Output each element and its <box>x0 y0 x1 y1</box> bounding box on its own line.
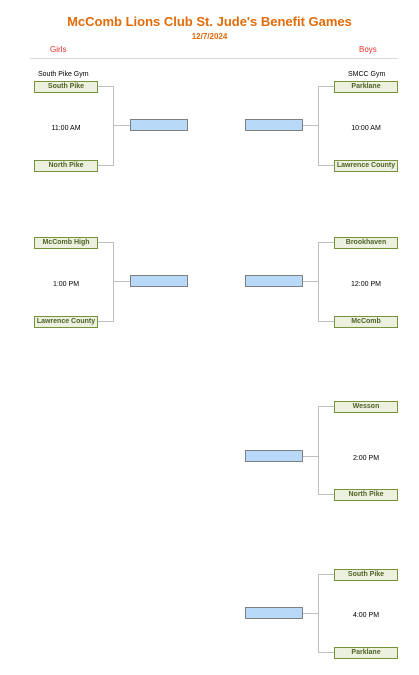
girls-label: Girls <box>50 45 67 54</box>
bracket-line <box>98 86 114 87</box>
girls-game-1-team-top[interactable]: South Pike <box>34 81 98 93</box>
bracket-line <box>318 86 319 166</box>
bracket-line <box>318 652 334 653</box>
bracket-line <box>318 242 334 243</box>
page-title: McComb Lions Club St. Jude's Benefit Gam… <box>67 14 352 29</box>
bracket-line <box>113 125 130 126</box>
bracket-line <box>318 494 334 495</box>
boys-game-4-winner-slot[interactable] <box>245 607 303 619</box>
boys-game-3-team-bottom[interactable]: North Pike <box>334 489 398 501</box>
bracket-line <box>98 242 114 243</box>
boys-game-1-time: 10:00 AM <box>351 125 381 132</box>
boys-game-2-team-top[interactable]: Brookhaven <box>334 237 398 249</box>
bracket-line <box>303 456 319 457</box>
bracket-line <box>318 242 319 322</box>
event-date: 12/7/2024 <box>191 32 228 41</box>
girls-game-2-team-top[interactable]: McComb High <box>34 237 98 249</box>
bracket-line <box>303 125 319 126</box>
bracket-line <box>318 165 334 166</box>
boys-game-3-team-top[interactable]: Wesson <box>334 401 398 413</box>
boys-game-2-time: 12:00 PM <box>351 281 381 288</box>
left-gym-label: South Pike Gym <box>38 71 89 78</box>
boys-label: Boys <box>359 45 377 54</box>
girls-game-1-winner-slot[interactable] <box>130 119 188 131</box>
boys-game-3-winner-slot[interactable] <box>245 450 303 462</box>
boys-game-3-time: 2:00 PM <box>352 455 380 462</box>
bracket-line <box>113 281 130 282</box>
bracket-line <box>318 321 334 322</box>
boys-game-1-team-bottom[interactable]: Lawrence County <box>334 160 398 172</box>
bracket-line <box>113 242 114 322</box>
boys-game-4-team-top[interactable]: South Pike <box>334 569 398 581</box>
bracket-line <box>318 574 334 575</box>
boys-game-1-winner-slot[interactable] <box>245 119 303 131</box>
girls-game-1-time: 11:00 AM <box>51 125 81 132</box>
boys-game-4-time: 4:00 PM <box>352 612 380 619</box>
bracket-line <box>318 406 334 407</box>
boys-game-4-team-bottom[interactable]: Parklane <box>334 647 398 659</box>
boys-game-1-team-top[interactable]: Parklane <box>334 81 398 93</box>
bracket-line <box>303 613 319 614</box>
girls-game-2-time: 1:00 PM <box>52 281 80 288</box>
header-divider <box>30 58 398 59</box>
bracket-line <box>303 281 319 282</box>
bracket-line <box>318 86 334 87</box>
right-gym-label: SMCC Gym <box>348 71 386 78</box>
bracket-line <box>318 406 319 495</box>
boys-game-2-team-bottom[interactable]: McComb <box>334 316 398 328</box>
girls-game-2-winner-slot[interactable] <box>130 275 188 287</box>
bracket-line <box>98 321 114 322</box>
bracket-line <box>113 86 114 166</box>
girls-game-2-team-bottom[interactable]: Lawrence County <box>34 316 98 328</box>
boys-game-2-winner-slot[interactable] <box>245 275 303 287</box>
bracket-line <box>98 165 114 166</box>
girls-game-1-team-bottom[interactable]: North Pike <box>34 160 98 172</box>
